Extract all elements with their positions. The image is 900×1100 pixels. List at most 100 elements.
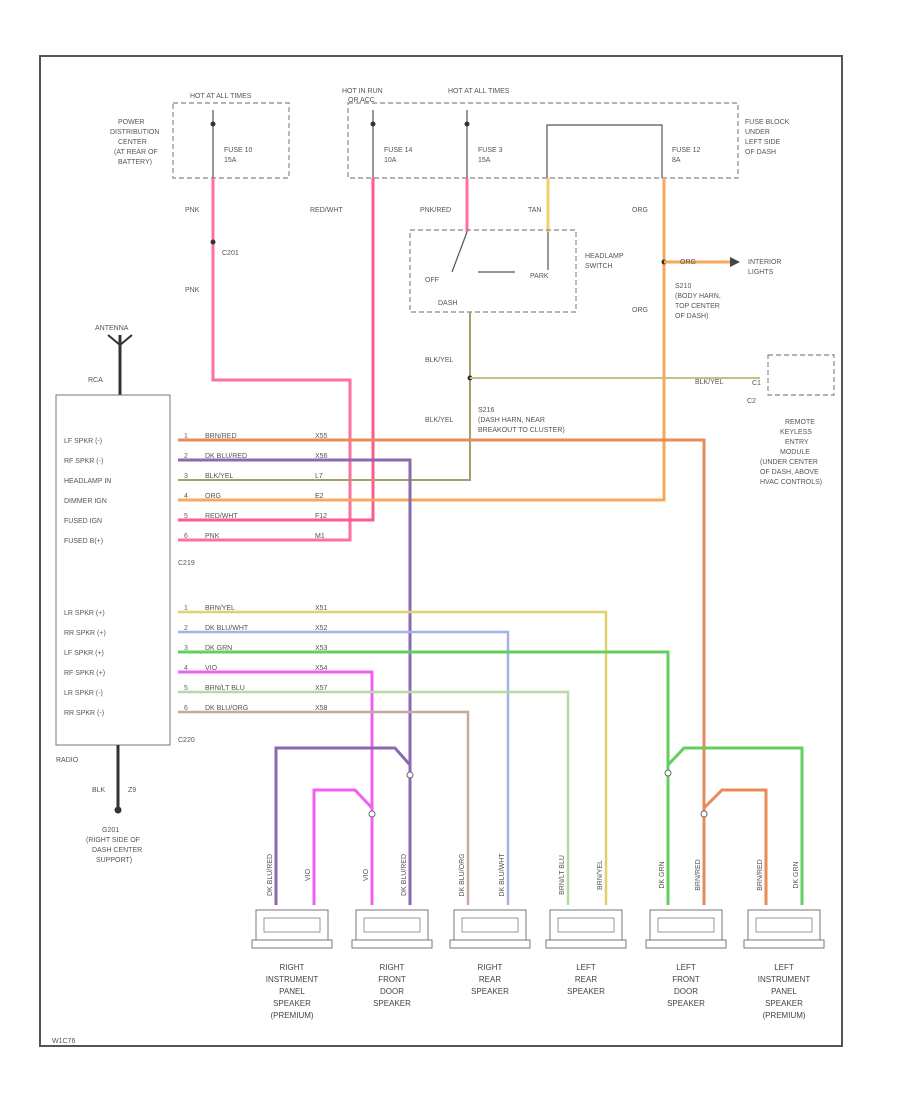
fb-name-1: FUSE BLOCK — [745, 119, 790, 126]
run-fuse-amp: 10A — [384, 157, 397, 164]
rke-label-5: (UNDER CENTER — [760, 459, 818, 466]
speaker-base — [545, 939, 627, 949]
fuse12-label: FUSE 12 — [672, 147, 701, 154]
interior-lights-arrow — [730, 257, 740, 267]
radio-pin-circuit: X57 — [315, 685, 328, 692]
pdc-name-5: BATTERY) — [118, 159, 152, 166]
speaker-icon — [649, 909, 723, 941]
pdc-node — [210, 121, 216, 127]
radio-pin-number: 2 — [184, 453, 188, 460]
radio-pin-number: 1 — [184, 433, 188, 440]
speaker-label: RIGHT — [478, 963, 503, 972]
rke-label-2: KEYLESS — [780, 429, 812, 436]
wire-blk-label: BLK — [92, 787, 106, 794]
speaker-label: SPEAKER — [273, 999, 311, 1008]
wire-pnkred-label: PNK/RED — [420, 207, 451, 214]
radio-pin-circuit: X56 — [315, 453, 328, 460]
footer-code: W1C76 — [52, 1038, 75, 1045]
radio-pin-name: LF SPKR (-) — [64, 438, 102, 445]
radio-pin-circuit: X54 — [315, 665, 328, 672]
speaker-label: (PREMIUM) — [270, 1011, 313, 1020]
ground-label-4: SUPPORT) — [96, 857, 132, 864]
radio-pin-wire: BRN/LT BLU — [205, 685, 245, 692]
radio-pin-wire: PNK — [205, 533, 220, 540]
radio-pin-name: HEADLAMP IN — [64, 478, 111, 485]
speaker-cone — [755, 917, 813, 933]
rke-label-6: OF DASH, ABOVE — [760, 469, 819, 476]
speaker-wire-label: BRN/RED — [695, 859, 702, 891]
run-hot-label-2: OR ACC — [348, 97, 375, 104]
radio-pin-wire: VIO — [205, 665, 218, 672]
antenna-icon — [107, 334, 133, 347]
wire-lip-pos — [666, 746, 804, 905]
wire-rip-pos — [312, 788, 374, 905]
wire-blk-circuit: Z9 — [128, 787, 136, 794]
wire-pnk-label-2: PNK — [185, 287, 200, 294]
speaker-label: LEFT — [676, 963, 696, 972]
speaker-label: (PREMIUM) — [762, 1011, 805, 1020]
speaker-base — [743, 939, 825, 949]
speaker-icon — [355, 909, 429, 941]
splice-lf-neg — [700, 810, 708, 818]
radio-pin-circuit: X53 — [315, 645, 328, 652]
fb-name-2: UNDER — [745, 129, 770, 136]
headlamp-switch-box — [409, 229, 577, 313]
rke-label-4: MODULE — [780, 449, 810, 456]
wire-pnk-label-1: PNK — [185, 207, 200, 214]
rke-c1-label: C1 — [752, 380, 761, 387]
wire-org-label-2: ORG — [680, 259, 696, 266]
speaker-cone — [461, 917, 519, 933]
radio-pin-name: LR SPKR (-) — [64, 690, 103, 697]
ground-label-3: DASH CENTER — [92, 847, 142, 854]
speaker-label: DOOR — [674, 987, 698, 996]
speaker-label: LEFT — [576, 963, 596, 972]
wire-blkyel-label-1: BLK/YEL — [425, 357, 454, 364]
speaker-wire-label: VIO — [363, 868, 370, 881]
radio-pin-number: 6 — [184, 705, 188, 712]
speaker-icon — [747, 909, 821, 941]
radio-pin-name: FUSED B(+) — [64, 538, 103, 545]
wire-lf-spkr-neg — [178, 438, 706, 808]
radio-pin-name: RR SPKR (-) — [64, 710, 104, 717]
fb-name-3: LEFT SIDE — [745, 139, 781, 146]
hl-dash-label: DASH — [438, 300, 457, 307]
interior-label-2: LIGHTS — [748, 269, 774, 276]
radio-pin-circuit: X52 — [315, 625, 328, 632]
c220-label: C220 — [178, 737, 195, 744]
pdc-fuse-label: FUSE 10 — [224, 147, 253, 154]
speaker-cone — [363, 917, 421, 933]
radio-pin-circuit: F12 — [315, 513, 327, 520]
speaker-label: RIGHT — [280, 963, 305, 972]
speaker-wire-label: DK BLU/RED — [401, 854, 408, 896]
s210-label-1: S210 — [675, 283, 691, 290]
speaker-base — [251, 939, 333, 949]
radio-pin-name: FUSED IGN — [64, 518, 102, 525]
radio-pin-number: 5 — [184, 513, 188, 520]
wire-blkyel-label-3: BLK/YEL — [695, 379, 724, 386]
wire-rf-spkr-neg — [178, 458, 412, 765]
speaker-label: SPEAKER — [567, 987, 605, 996]
radio-pin-circuit: L7 — [315, 473, 323, 480]
speaker-wire-label: DK BLU/WHT — [499, 853, 506, 897]
headlamp-switch-label-2: SWITCH — [585, 263, 613, 270]
radio-pin-number: 1 — [184, 605, 188, 612]
radio-pin-circuit: M1 — [315, 533, 325, 540]
wire-pnk-fused-b — [178, 178, 352, 542]
fb-hot-label: HOT AT ALL TIMES — [448, 88, 510, 95]
wire-redwht-fused-ign — [178, 178, 375, 522]
speaker-icon — [549, 909, 623, 941]
fuse12-amp: 8A — [672, 157, 681, 164]
speaker-label: FRONT — [672, 975, 700, 984]
speaker-label: REAR — [479, 975, 501, 984]
radio-pin-number: 3 — [184, 473, 188, 480]
radio-box — [55, 394, 171, 746]
radio-pin-number: 3 — [184, 645, 188, 652]
s210-label-2: (BODY HARN, — [675, 293, 721, 300]
power-distribution-center-box — [172, 102, 290, 179]
speaker-label: INSTRUMENT — [758, 975, 811, 984]
wire-org-dimmer — [178, 178, 666, 502]
interior-label-1: INTERIOR — [748, 259, 781, 266]
ground-icon — [114, 806, 122, 814]
